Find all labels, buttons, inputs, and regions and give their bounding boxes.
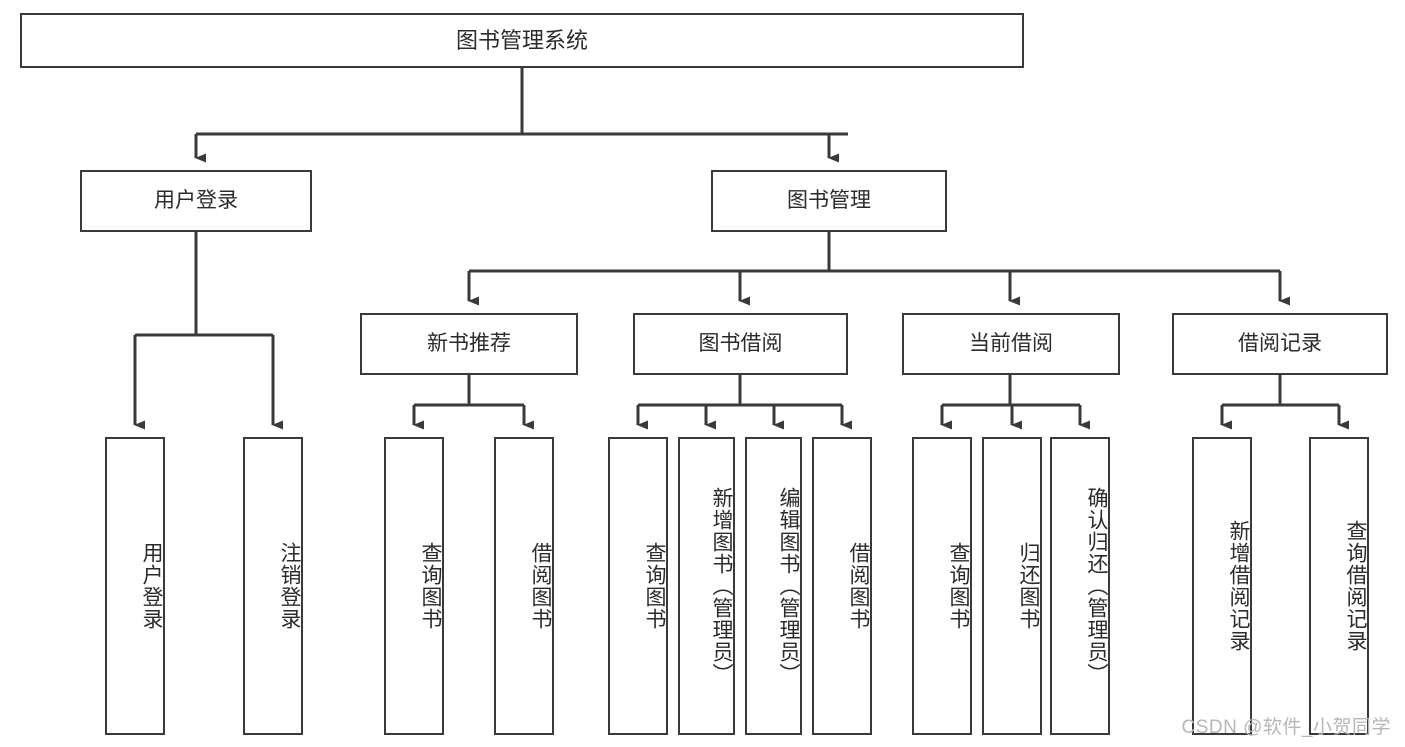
current-borrow-to-leaf-edges — [940, 375, 1090, 430]
node-leaf-query-book-recommend[interactable]: 查询图书 — [384, 437, 444, 735]
node-leaf-logout[interactable]: 注销登录 — [243, 437, 303, 735]
new-book-to-leaf-edges — [412, 375, 534, 430]
node-book-borrow[interactable]: 图书借阅 — [633, 313, 848, 375]
node-leaf-borrow-book-label: 借阅图书 — [847, 542, 870, 630]
node-leaf-edit-book-admin[interactable]: 编辑图书（管理员） — [745, 437, 802, 735]
node-leaf-return-book-label: 归还图书 — [1017, 542, 1040, 630]
node-current-borrow[interactable]: 当前借阅 — [902, 313, 1120, 375]
node-leaf-logout-label: 注销登录 — [278, 542, 301, 630]
node-new-book-recommend-label: 新书推荐 — [427, 331, 511, 355]
node-root-system-label: 图书管理系统 — [455, 27, 588, 53]
node-leaf-query-book-current-label: 查询图书 — [947, 542, 970, 630]
node-user-login[interactable]: 用户登录 — [80, 170, 312, 232]
node-leaf-add-book-admin[interactable]: 新增图书（管理员） — [678, 437, 735, 735]
node-leaf-add-borrow-record-label: 新增借阅记录 — [1227, 520, 1250, 652]
node-leaf-query-book-recommend-label: 查询图书 — [419, 542, 442, 630]
node-leaf-query-book-borrow[interactable]: 查询图书 — [608, 437, 668, 735]
node-user-login-label: 用户登录 — [154, 188, 238, 212]
node-leaf-edit-book-admin-label: 编辑图书（管理员） — [777, 487, 800, 685]
node-leaf-confirm-return-admin[interactable]: 确认归还（管理员） — [1050, 437, 1110, 735]
node-leaf-confirm-return-admin-label: 确认归还（管理员） — [1085, 487, 1108, 685]
node-new-book-recommend[interactable]: 新书推荐 — [360, 313, 578, 375]
node-leaf-user-login-label: 用户登录 — [140, 542, 163, 630]
user-login-to-leaf-edges — [133, 232, 283, 430]
node-leaf-borrow-book[interactable]: 借阅图书 — [812, 437, 872, 735]
node-leaf-query-book-borrow-label: 查询图书 — [643, 542, 666, 630]
book-borrow-to-leaf-edges — [636, 375, 852, 430]
node-leaf-query-borrow-record[interactable]: 查询借阅记录 — [1309, 437, 1369, 735]
node-leaf-add-borrow-record[interactable]: 新增借阅记录 — [1192, 437, 1252, 735]
node-leaf-user-login[interactable]: 用户登录 — [105, 437, 165, 735]
borrow-record-to-leaf-edges — [1220, 375, 1349, 430]
book-manage-to-level2-edges — [467, 232, 1290, 306]
node-leaf-query-borrow-record-label: 查询借阅记录 — [1344, 520, 1367, 652]
node-leaf-query-book-current[interactable]: 查询图书 — [912, 437, 972, 735]
node-leaf-return-book[interactable]: 归还图书 — [982, 437, 1042, 735]
node-current-borrow-label: 当前借阅 — [969, 331, 1053, 355]
node-borrow-record[interactable]: 借阅记录 — [1172, 313, 1388, 375]
root-to-level1-edges — [194, 68, 848, 163]
node-borrow-record-label: 借阅记录 — [1238, 331, 1322, 355]
node-leaf-borrow-book-recommend[interactable]: 借阅图书 — [494, 437, 554, 735]
node-root-system[interactable]: 图书管理系统 — [20, 13, 1024, 68]
node-leaf-add-book-admin-label: 新增图书（管理员） — [710, 487, 733, 685]
node-book-management[interactable]: 图书管理 — [711, 170, 947, 232]
node-book-borrow-label: 图书借阅 — [698, 331, 783, 355]
csdn-watermark: CSDN @软件_小贺同学 — [1181, 717, 1391, 738]
node-book-management-label: 图书管理 — [787, 188, 871, 212]
node-leaf-borrow-book-recommend-label: 借阅图书 — [529, 542, 552, 630]
